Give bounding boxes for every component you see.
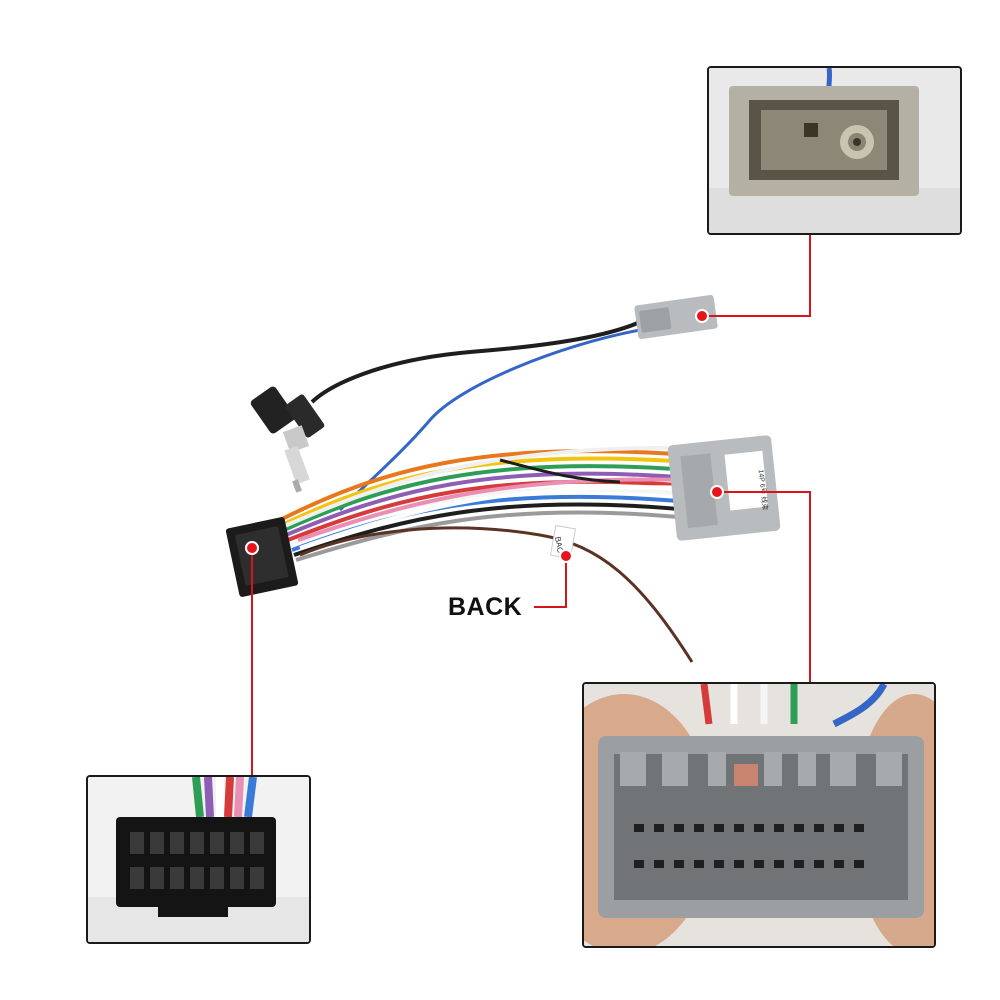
back-wire xyxy=(299,526,694,663)
callout-main xyxy=(717,491,811,682)
antenna-black-cable xyxy=(310,320,641,404)
black-wire-to-tag xyxy=(499,458,621,484)
inset-grey-connector xyxy=(582,682,936,948)
inset-antenna-connector xyxy=(707,66,962,235)
antenna-blue-cable xyxy=(338,328,641,512)
antenna-grey-connector xyxy=(634,294,718,340)
callout-dots xyxy=(245,309,724,563)
callout-top xyxy=(702,230,811,317)
grey-main-connector: 14P 6号 线束 xyxy=(667,435,781,541)
callout-back xyxy=(534,556,567,608)
antenna-plug xyxy=(250,386,325,493)
back-label: BACK xyxy=(448,593,523,621)
back-wire-tag-text: BAC xyxy=(553,536,565,554)
inset-black-connector xyxy=(86,775,311,944)
grey-connector-closeup xyxy=(584,684,934,946)
wire-bundle xyxy=(279,445,691,562)
callout-dot-back xyxy=(559,549,573,563)
callout-lines xyxy=(251,230,811,775)
antenna-connector-closeup xyxy=(709,68,960,233)
callout-dot-top xyxy=(695,309,709,323)
black-connector-closeup xyxy=(88,777,309,942)
black-iso-connector xyxy=(225,517,299,597)
callout-dot-main xyxy=(710,485,724,499)
callout-dot-black xyxy=(245,541,259,555)
